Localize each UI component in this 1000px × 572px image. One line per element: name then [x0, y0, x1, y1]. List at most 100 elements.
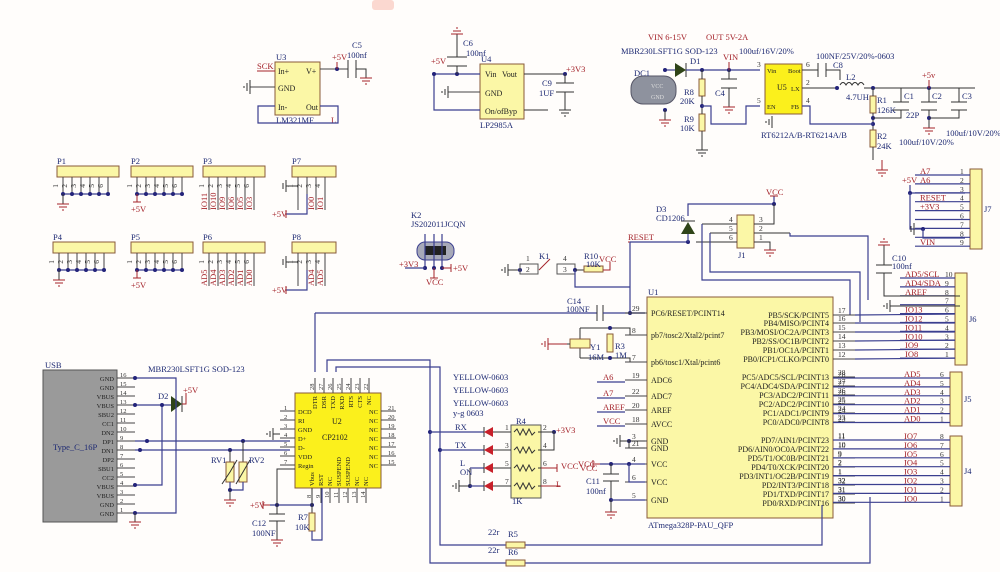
r9-ref: R9 [684, 114, 694, 124]
u1-pin-name: AVCC [651, 420, 672, 429]
usb-type-c-connector[interactable]: USB Type_C_16P GND16GND15VBUS14VBUS13SBU… [42, 360, 135, 523]
crystal-circuit: C14 100NF Y1 16M R3 1M [315, 296, 645, 363]
header-ref: P5 [131, 232, 140, 242]
header-pin-number: 5 [83, 260, 92, 264]
r4-ref: R4 [516, 416, 527, 426]
dc1-jack [630, 75, 677, 105]
connector-pin-number: 10 [945, 270, 953, 279]
led-net-vcc: VCC [580, 463, 598, 473]
u2-pin-number: 15 [388, 459, 395, 466]
u1-atmega328p[interactable]: U1 ATmega328P-PAU_QFP 29PC6/RESET/PCINT1… [597, 287, 961, 530]
ground-icon [541, 338, 567, 350]
connector-net-label: IO8 [905, 349, 918, 359]
u1-pin-name: PD7/AIN1/PCINT23 [761, 436, 829, 445]
u1-pin-name: VCC [651, 460, 667, 469]
u3-pin-gnd: GND [278, 84, 296, 93]
header-pin-number: 5 [87, 184, 96, 188]
k1-reset-button[interactable]: K1 1 2 4 3 R10 10K VCC [501, 251, 630, 288]
header-ref: P4 [53, 232, 63, 242]
u2-pin-name: GND [298, 427, 312, 434]
u2-pin-name: VDD [298, 454, 312, 461]
header-net-label: AD3 [217, 269, 227, 286]
r8-value: 20K [680, 96, 696, 106]
u4-pin-vin: Vin [485, 70, 497, 79]
d2-ref: D2 [158, 391, 168, 401]
u1-pin-number: 3 [632, 432, 636, 441]
r4-pin-number: 3 [505, 441, 509, 450]
led-label: TX [455, 440, 466, 450]
ground-icon [282, 256, 298, 268]
u1-pin-number: 24 [838, 404, 846, 413]
led-net-label: +3V3 [556, 425, 575, 435]
header-net-label: IO0 [306, 197, 316, 210]
u1-pin-name: GND [651, 496, 669, 505]
u3-suffix: L [331, 115, 336, 125]
header-net-label: AD2 [226, 269, 236, 286]
u5-buck-regulator[interactable]: VIN 6-15V OUT 5V-2A MBR230LSFT1G SOD-123… [621, 32, 1000, 160]
u1-pin-number: 12 [838, 350, 846, 359]
r5-ref: R5 [508, 529, 518, 539]
u4-ldo[interactable]: U4 Vin Vout GND On/ofByp LP2985A +5V C6 … [431, 27, 585, 130]
u1-pin-name: PC3/ADC2/PCINT11 [759, 391, 829, 400]
u3-opamp[interactable]: U3 In+ V+ GND In- Out LM321MF L SCK +5V … [243, 40, 372, 125]
led-type: YELLOW-0603 [453, 385, 508, 395]
usb-pin-number: 10 [120, 426, 127, 433]
header-ref: P3 [203, 156, 212, 166]
connector-net-label: IO3 [904, 467, 917, 477]
usb-pin-number: 13 [120, 399, 127, 406]
header-net-label: AD4 [306, 269, 316, 286]
mcu-pin-number: 26 [838, 388, 846, 397]
u1-pin-number: 28 [838, 368, 846, 377]
connector-net-label: VIN [920, 237, 935, 247]
ground-icon [764, 249, 776, 257]
u2-pin-name: NC [369, 445, 378, 452]
dc1-ref: DC1 [634, 68, 650, 78]
u2-pin-name: NC [363, 477, 370, 486]
u1-pin-number: 17 [838, 306, 846, 315]
connector-pin-number: 6 [940, 450, 944, 459]
led-icon [484, 427, 493, 437]
mcu-pin-number: 11 [838, 432, 845, 441]
u1-pin-name: PD1/TXD/PCINT17 [763, 490, 829, 499]
ground-icon [360, 77, 372, 85]
ground-icon [271, 539, 283, 547]
ground-icon [501, 264, 509, 276]
header-pin-number: 2 [295, 260, 304, 264]
u5-pinnum: 5 [757, 96, 761, 105]
header-pin-number: 3 [65, 260, 74, 264]
r3-value: 1M [615, 350, 627, 360]
usb-pin-name: DP1 [102, 439, 114, 446]
usb-pin-number: 7 [120, 453, 124, 460]
k2-slide-switch[interactable]: K2 JS202011JCQN +3V3 +5V VCC [399, 210, 469, 287]
u5-pinnum: 2 [806, 78, 810, 87]
u1-pin-name: PB1/OC1A/PCINT1 [763, 346, 829, 355]
led-type: YELLOW-0603 [453, 398, 508, 408]
k2-net-3v3: +3V3 [399, 259, 418, 269]
net-5v-out: +5v [922, 70, 936, 80]
ground-icon [878, 238, 890, 246]
header-pin-number: 5 [233, 184, 242, 188]
mcu-pin-number: 31 [838, 485, 846, 494]
u2-pin-number: 11 [333, 492, 340, 498]
header-pin-number: 5 [233, 260, 242, 264]
u1-pin-name: GND [651, 444, 669, 453]
u2-pin-number: 18 [388, 432, 395, 439]
u2-cp2102[interactable]: U2 CP2102 DCD1RI2GND3D+4D-5VDD6Regin7NC2… [280, 378, 396, 503]
u1-pin-number: 22 [632, 387, 640, 396]
